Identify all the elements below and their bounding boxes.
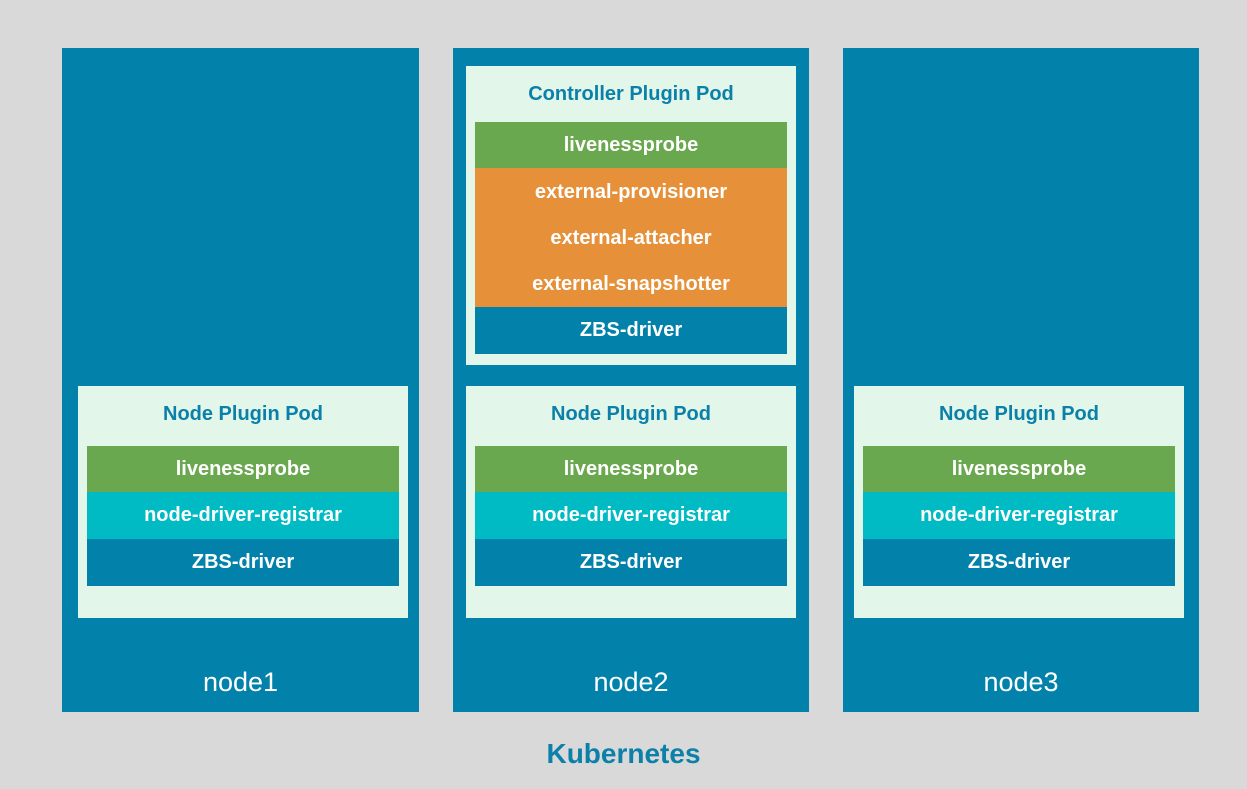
sidecar-containers: external-provisioner external-attacher e… [475, 168, 787, 307]
external-provisioner-container: external-provisioner [534, 181, 728, 203]
node3-box: Node Plugin Pod livenessprobe node-drive… [843, 48, 1199, 712]
container-stack: livenessprobe node-driver-registrar ZBS-… [87, 446, 399, 586]
node-driver-registrar-container: node-driver-registrar [475, 492, 787, 539]
node1-box: Node Plugin Pod livenessprobe node-drive… [62, 48, 419, 712]
node-plugin-pod: Node Plugin Pod livenessprobe node-drive… [466, 386, 796, 618]
livenessprobe-container: livenessprobe [475, 446, 787, 492]
node-driver-registrar-container: node-driver-registrar [863, 492, 1175, 539]
livenessprobe-container: livenessprobe [863, 446, 1175, 492]
external-attacher-container: external-attacher [550, 227, 712, 249]
pod-title: Node Plugin Pod [551, 403, 711, 425]
node2-box: Controller Plugin Pod livenessprobe exte… [453, 48, 809, 712]
node-label: node1 [202, 667, 279, 697]
external-snapshotter-container: external-snapshotter [532, 273, 730, 295]
zbs-driver-container: ZBS-driver [863, 539, 1175, 586]
cluster-label: Kubernetes [546, 738, 701, 769]
livenessprobe-container: livenessprobe [87, 446, 399, 492]
pod-title: Node Plugin Pod [163, 403, 323, 425]
livenessprobe-container: livenessprobe [475, 122, 787, 168]
container-stack: livenessprobe node-driver-registrar ZBS-… [863, 446, 1175, 586]
node-label: node3 [983, 667, 1059, 697]
zbs-driver-container: ZBS-driver [475, 539, 787, 586]
pod-title: Node Plugin Pod [939, 403, 1099, 425]
node-label: node2 [593, 667, 669, 697]
node-plugin-pod: Node Plugin Pod livenessprobe node-drive… [78, 386, 408, 618]
zbs-driver-container: ZBS-driver [87, 539, 399, 586]
container-stack: livenessprobe external-provisioner exter… [475, 122, 787, 354]
container-stack: livenessprobe node-driver-registrar ZBS-… [475, 446, 787, 586]
controller-plugin-pod: Controller Plugin Pod livenessprobe exte… [466, 66, 796, 365]
node-plugin-pod: Node Plugin Pod livenessprobe node-drive… [854, 386, 1184, 618]
node-driver-registrar-container: node-driver-registrar [87, 492, 399, 539]
zbs-driver-container: ZBS-driver [475, 307, 787, 354]
pod-title: Controller Plugin Pod [528, 83, 734, 105]
